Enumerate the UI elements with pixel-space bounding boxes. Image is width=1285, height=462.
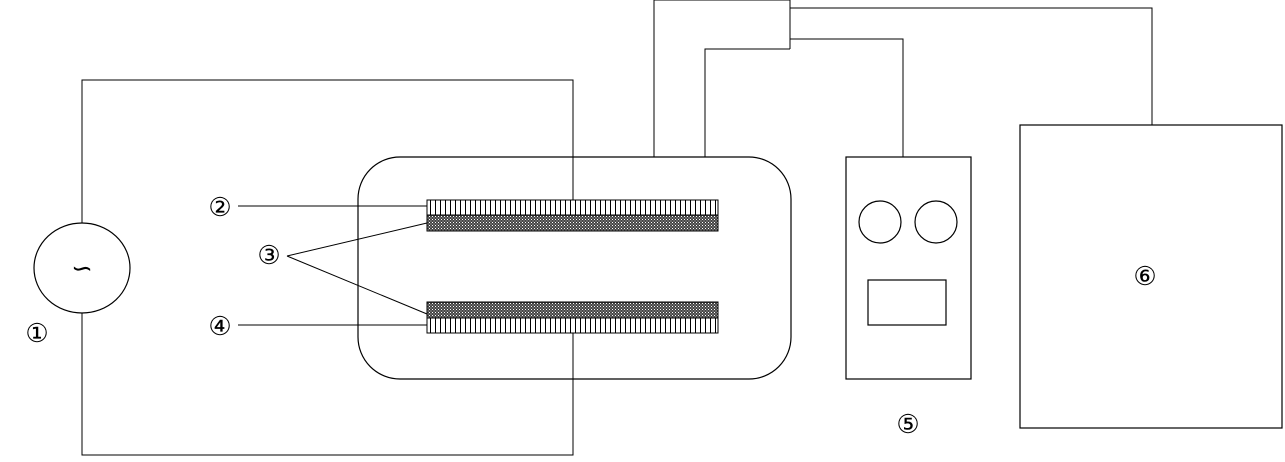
ac-source-icon (33, 222, 131, 314)
bottom-dielectric-layer (426, 301, 719, 319)
label-electrode-bottom: ④ (208, 312, 231, 342)
leader-label-3-bottom (286, 255, 428, 315)
top-electrode (426, 199, 719, 216)
label-analyzer: ⑥ (1133, 262, 1156, 292)
meter-display (867, 279, 947, 326)
wire-source-to-bottom-electrode (81, 312, 574, 456)
label-dielectric: ③ (257, 241, 280, 271)
gas-lines (653, 0, 1153, 157)
leader-label-3-top (286, 222, 428, 257)
gas-line-to-meter (790, 38, 904, 157)
top-electrode-assembly (426, 199, 719, 232)
gas-manifold (654, 0, 790, 49)
analyzer-box (1019, 124, 1283, 429)
bottom-electrode (426, 317, 719, 334)
gas-line-to-analyzer (790, 7, 1153, 125)
bottom-electrode-assembly (426, 301, 719, 334)
gas-line-inner (704, 48, 790, 157)
label-meter: ⑤ (896, 410, 919, 440)
reaction-chamber (357, 156, 792, 380)
label-electrode-top: ② (208, 193, 231, 223)
meter-unit (845, 156, 972, 380)
gas-line-outer (653, 0, 791, 157)
wire-source-to-top-electrode (81, 79, 574, 224)
power-wiring (81, 79, 574, 456)
meter-left-dial-icon (858, 200, 902, 244)
meter-body (845, 156, 972, 380)
label-ac-source: ① (25, 319, 48, 349)
leader-lines (238, 205, 428, 326)
ac-source: ∽ (33, 222, 131, 314)
ac-symbol: ∽ (71, 254, 93, 284)
top-dielectric-layer (426, 214, 719, 232)
meter-right-dial-icon (914, 200, 958, 244)
